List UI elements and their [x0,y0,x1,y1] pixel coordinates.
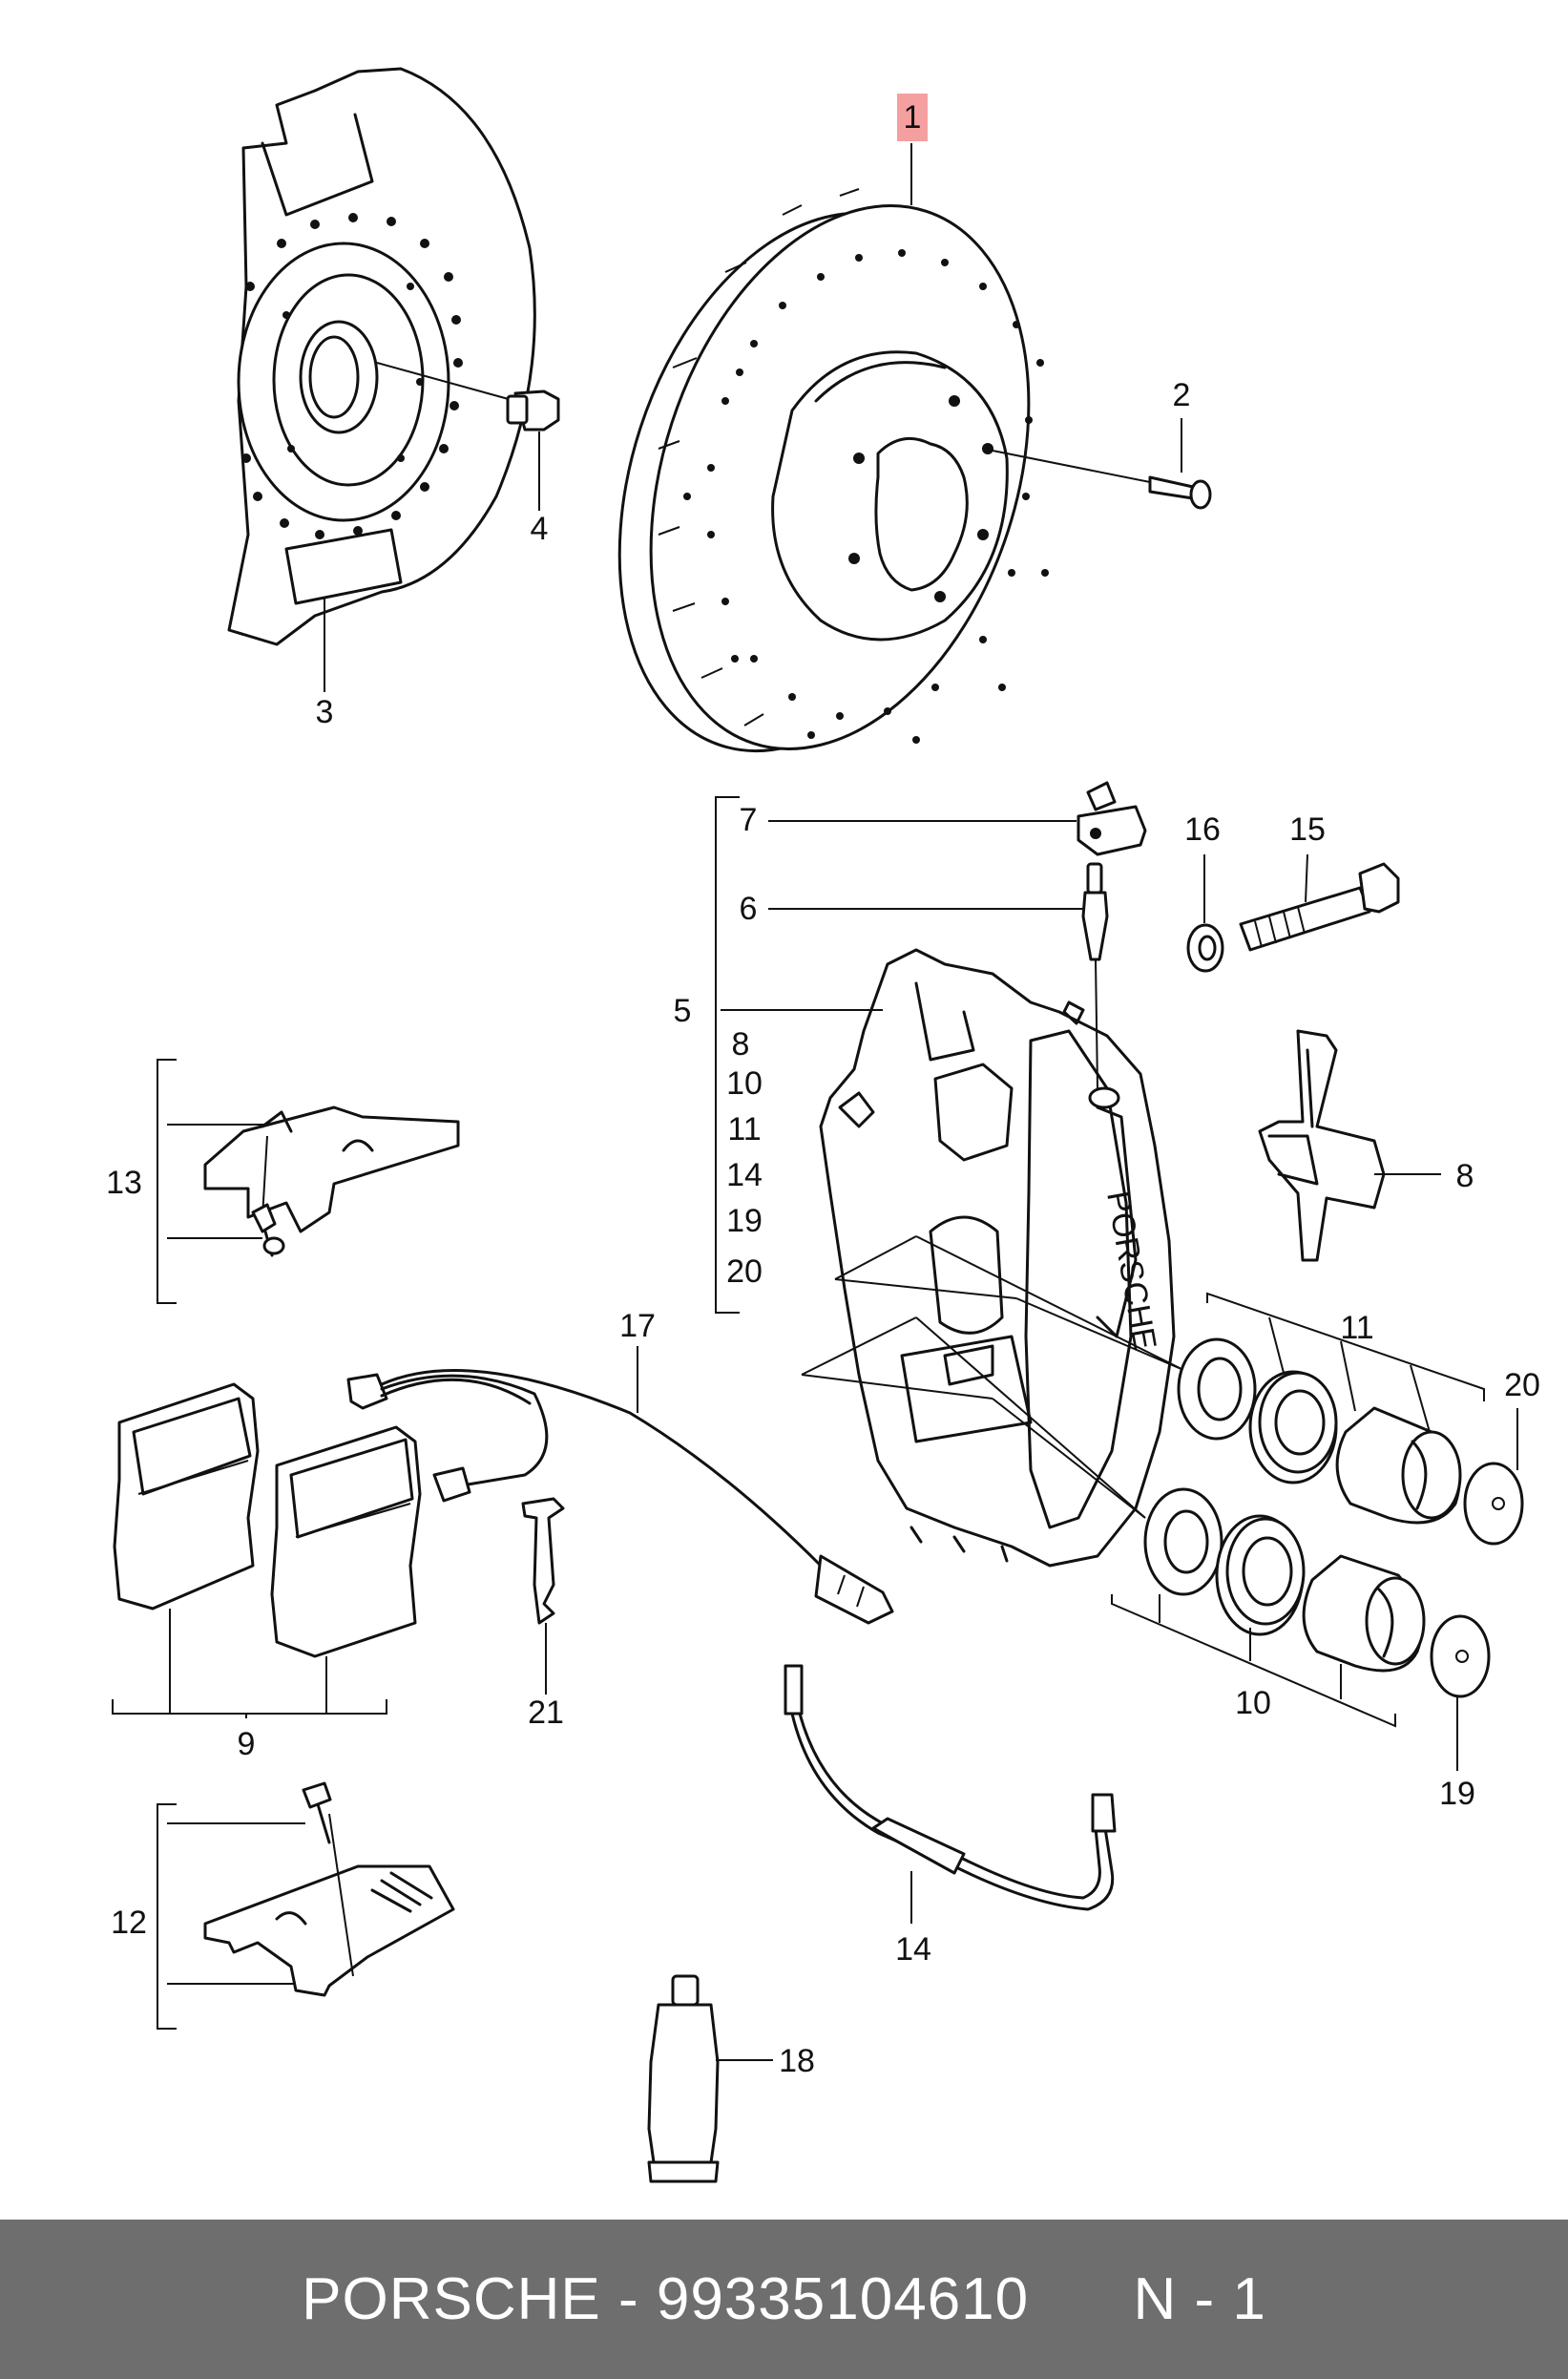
caliper-pointer-lines [801,1235,1184,1519]
callout-10: 10 [1235,1685,1271,1721]
callout-4: 4 [531,511,549,547]
brake-hose-drawing [784,1664,1117,1911]
bolt-15-drawing [1239,862,1400,952]
screw-2-drawing [1148,475,1212,510]
clip-13-drawing [203,1105,460,1257]
part-number: 99335104610 [656,2266,1030,2332]
callout-13: 13 [106,1165,142,1201]
callout-12: 12 [111,1905,147,1941]
callout-19: 19 [1439,1776,1475,1812]
brand-name: PORSCHE [302,2266,601,2332]
callout-3: 3 [316,694,334,730]
callout-19-group: 19 [726,1203,763,1239]
diagram-ref: N - 1 [1133,2266,1266,2332]
separator: - [600,2266,657,2332]
callout-14: 14 [895,1931,931,1968]
callout-10-group: 10 [726,1065,763,1102]
piston-set-lower [1143,1487,1491,1698]
callout-9: 9 [238,1726,256,1762]
exploded-parts-diagram: PORSCHE [106,67,1540,2183]
callout-leaders [112,143,1518,2030]
callout-21: 21 [528,1695,564,1731]
piston-set-upper [1177,1337,1524,1546]
brake-pads-drawing [113,1382,422,1658]
splash-shield-drawing [227,67,536,646]
callout-20: 20 [1504,1367,1540,1403]
brake-caliper-drawing: PORSCHE [819,948,1176,1568]
sensor-21-drawing [521,1497,565,1625]
callout-6: 6 [740,891,758,927]
bleed-screw-6-drawing [1081,862,1109,1089]
bolt-4-drawing [506,389,560,432]
callout-11-group: 11 [727,1111,761,1147]
callout-2: 2 [1173,377,1191,413]
callout-8-group: 8 [732,1026,750,1063]
callout-16: 16 [1184,811,1221,848]
callout-5: 5 [674,993,692,1029]
callout-15: 15 [1289,811,1326,848]
plate-12-drawing [203,1781,455,1997]
callout-7: 7 [740,802,758,838]
wear-sensor-drawing [346,1368,894,1625]
part-number-label: PORSCHE - 99335104610 N - 1 [302,2265,1266,2333]
callout-1: 1 [904,99,922,136]
bracket-7-drawing [1077,781,1147,856]
callout-18: 18 [779,2043,815,2079]
spring-8-drawing [1258,1029,1441,1262]
grease-tube-drawing [647,1974,773,2183]
highlight-box-item-1 [897,94,928,141]
callout-11: 11 [1340,1310,1373,1346]
callout-8-spring: 8 [1456,1158,1474,1194]
callout-17: 17 [619,1308,656,1344]
callout-14-group: 14 [726,1157,763,1193]
brake-disc-drawing [617,188,1175,753]
washer-16-drawing [1186,923,1224,973]
callout-20-group: 20 [726,1253,763,1290]
part-number-bar: PORSCHE - 99335104610 N - 1 [0,2220,1568,2379]
